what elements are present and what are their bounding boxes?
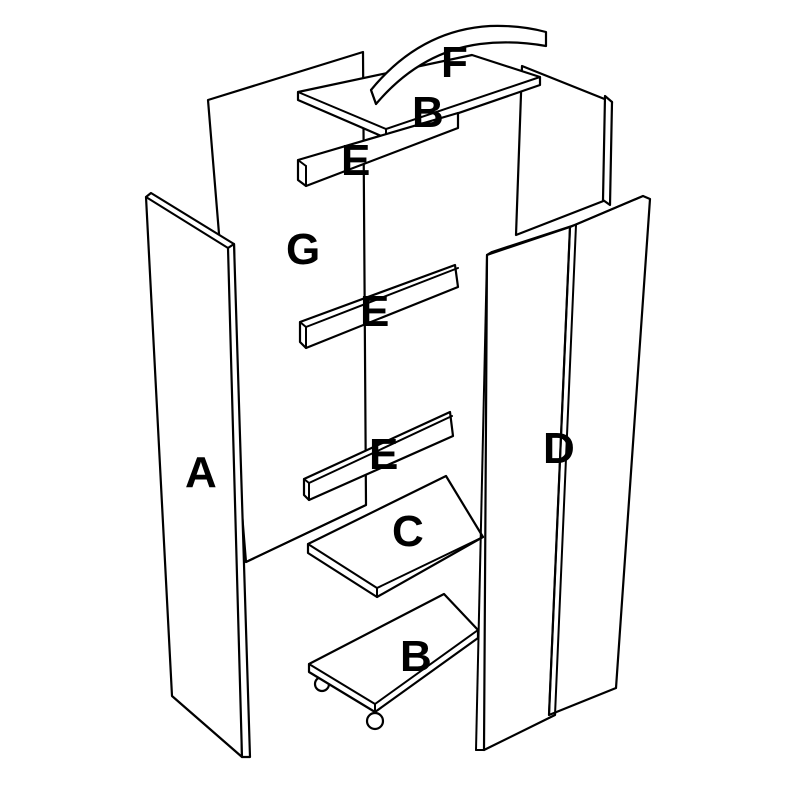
bottom-base (307, 592, 480, 731)
crown-piece (369, 24, 548, 106)
middle-shelf (306, 474, 485, 599)
label-middle-shelf: C (392, 507, 424, 556)
left-side-panel (144, 191, 252, 759)
label-doors: D (543, 424, 575, 473)
label-side-panel: A (185, 448, 217, 497)
top-shelf (296, 53, 542, 140)
doors (475, 194, 652, 752)
label-crown: F (441, 38, 468, 87)
bottom-rail (302, 410, 455, 502)
label-top-shelf: B (412, 88, 444, 137)
caster-front (365, 711, 385, 731)
middle-rail (298, 263, 460, 350)
label-rail-middle: E (360, 287, 389, 336)
right-side-panel (514, 64, 614, 237)
label-rail-top: E (341, 136, 370, 185)
top-rail (296, 111, 460, 188)
label-bottom-base: B (400, 632, 432, 681)
label-rail-bottom: E (369, 430, 398, 479)
label-back-panel: G (286, 225, 320, 274)
